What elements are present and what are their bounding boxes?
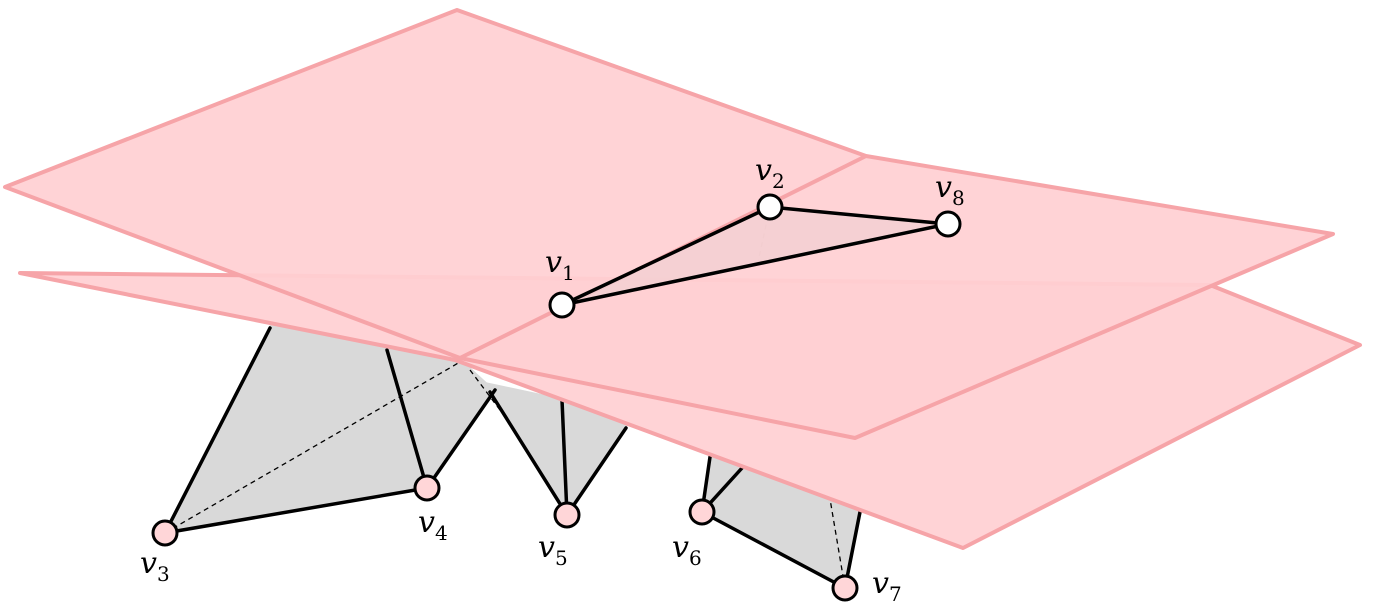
- edge-v4-up-left: [385, 348, 429, 490]
- edge-v2-v8: [768, 205, 950, 226]
- label-v7: v7: [872, 566, 902, 606]
- edge-v1-v8: [560, 222, 950, 307]
- vertex-v7: [831, 574, 859, 602]
- edge-v5-up-right: [565, 426, 628, 517]
- edge-v5-up-left: [488, 390, 569, 517]
- hidden-edge-v7: [827, 486, 846, 589]
- edge-v4-up-right: [425, 388, 497, 490]
- vertex-v5: [553, 501, 581, 529]
- hidden-edge-v3: [164, 361, 461, 534]
- edge-v5-up-mid: [560, 398, 569, 517]
- upper-edges: [560, 205, 950, 307]
- edge-v3-v4: [163, 486, 429, 535]
- edge-v6-v7: [700, 510, 847, 590]
- label-v3: v3: [140, 546, 170, 586]
- vertices: [151, 193, 962, 602]
- vertex-v4: [413, 474, 441, 502]
- vertex-v1: [548, 291, 576, 319]
- label-v8: v8: [935, 170, 965, 210]
- vertex-v3: [151, 519, 179, 547]
- vertex-v2: [756, 193, 784, 221]
- label-v4: v4: [418, 505, 448, 545]
- face-v6-v7-group: [702, 455, 862, 588]
- label-v1: v1: [545, 245, 575, 285]
- edge-v1-v2: [560, 205, 772, 307]
- vertex-labels: v1 v2 v8 v3 v4 v5 v6 v7: [140, 153, 965, 606]
- edge-v3-up: [163, 326, 272, 535]
- lower-faces: [165, 325, 862, 588]
- triangle-v1-v2-v8: [562, 207, 948, 305]
- face-v5-group: [485, 382, 628, 515]
- face-v3-v4-group: [165, 325, 495, 533]
- label-v5: v5: [538, 530, 568, 570]
- label-v6: v6: [672, 530, 702, 570]
- vertex-v8: [934, 210, 962, 238]
- label-v2: v2: [755, 153, 785, 193]
- vertex-v6: [688, 498, 716, 526]
